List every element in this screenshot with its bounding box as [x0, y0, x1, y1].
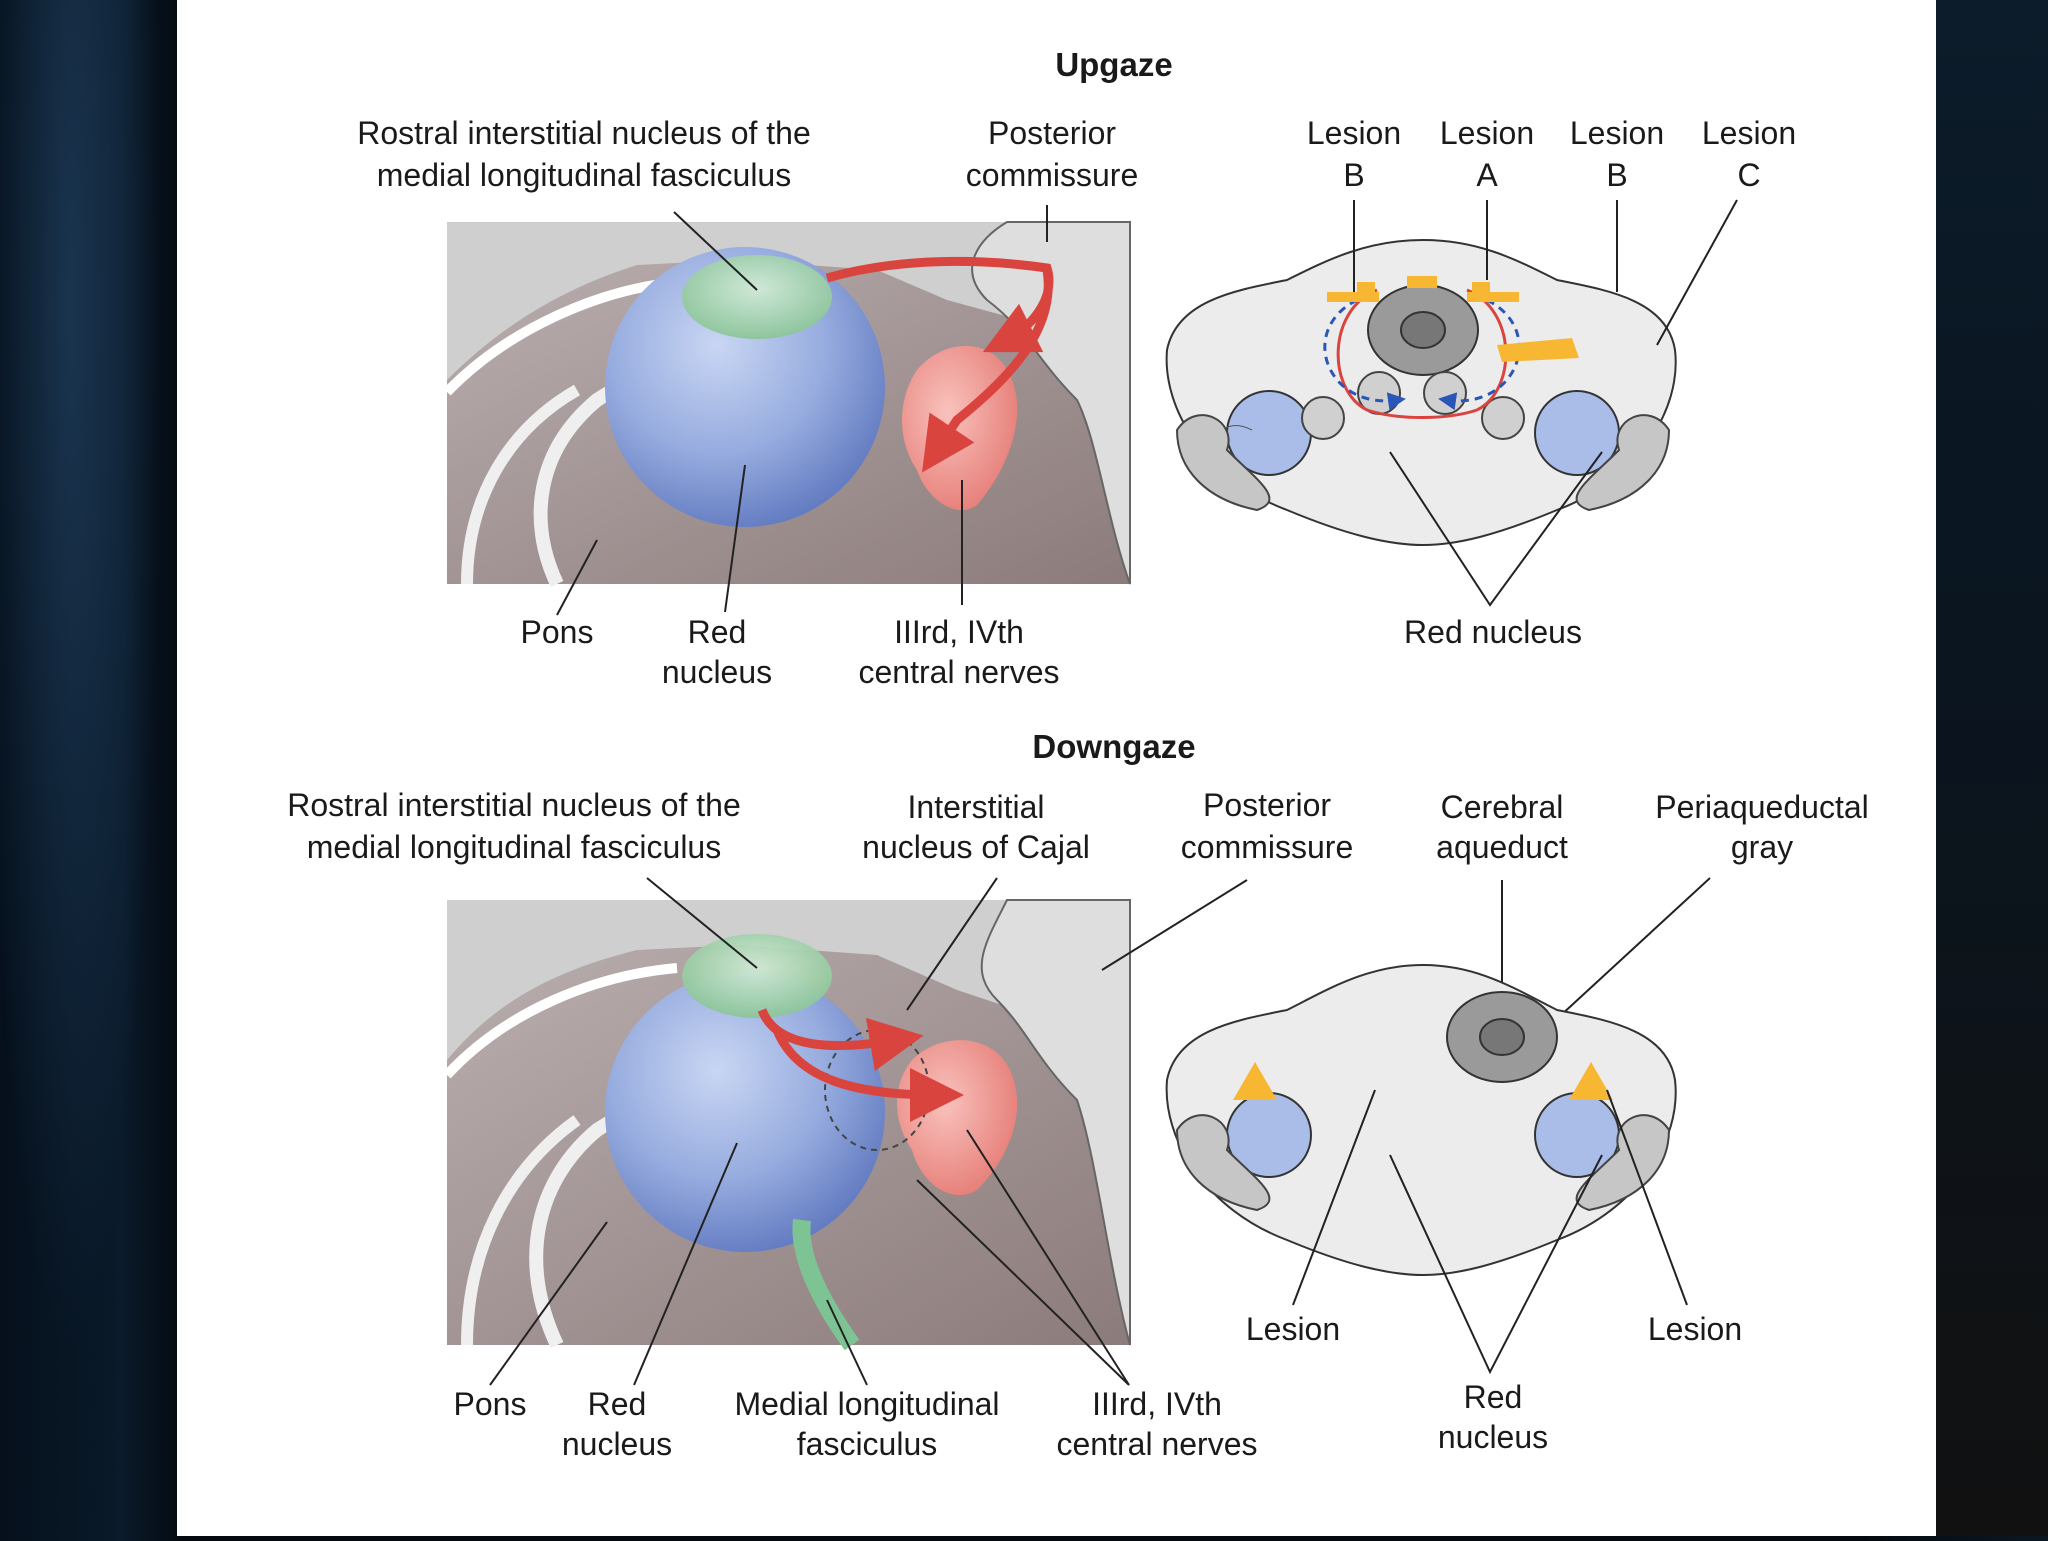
downgaze-sagittal-view [443, 899, 1131, 1351]
downgaze-red-nucleus-leader [1389, 1154, 1603, 1375]
upgaze-red-leader [724, 464, 746, 613]
upgaze-lesion-a-label-2: A [1476, 157, 1498, 193]
downgaze-pathway-arrow-2 [772, 1028, 964, 1122]
upgaze-red-nucleus-label: Red nucleus [1404, 614, 1582, 650]
downgaze-lesion-left [1233, 1062, 1277, 1100]
downgaze-aqueduct-shape [1479, 1018, 1525, 1056]
upgaze-lesion-c [1497, 338, 1579, 362]
downgaze-nerves-label-2: central nerves [1057, 1426, 1258, 1462]
downgaze-rimlf-label-1: Rostral interstitial nucleus of the [287, 787, 741, 823]
upgaze-lesion-b-left [1327, 292, 1379, 302]
upgaze-nerves-label-2: central nerves [859, 654, 1060, 690]
upgaze-lesion-c-label-2: C [1737, 157, 1760, 193]
downgaze-pons-label: Pons [454, 1386, 527, 1422]
background-glow [0, 0, 177, 1536]
downgaze-pons-band-2 [461, 1115, 581, 1346]
upgaze-rimlf-shape [682, 255, 832, 339]
upgaze-small-nucleus-4 [1481, 396, 1525, 440]
downgaze-lesion-right-leader [1606, 1089, 1688, 1306]
upgaze-rimlf-label-1: Rostral interstitial nucleus of the [357, 115, 811, 151]
downgaze-pons-leader [489, 1221, 608, 1386]
downgaze-pc-leader [1101, 879, 1248, 971]
upgaze-red-pathway [1336, 288, 1478, 419]
downgaze-white-band [443, 963, 678, 1079]
downgaze-title: Downgaze [1032, 728, 1195, 765]
upgaze-sagittal-view [443, 221, 1131, 587]
downgaze-mlf-shape [792, 1218, 860, 1351]
downgaze-pag-label-2: gray [1731, 829, 1793, 865]
upgaze-pc-label-2: commissure [966, 157, 1138, 193]
upgaze-pons-label: Pons [521, 614, 594, 650]
upgaze-white-band [443, 277, 678, 396]
upgaze-red-label-2: nucleus [662, 654, 772, 690]
upgaze-lesion-b1-label-2: B [1343, 157, 1364, 193]
downgaze-lesion-left-label: Lesion [1246, 1311, 1340, 1347]
downgaze-inc-label-2: nucleus of Cajal [862, 829, 1090, 865]
upgaze-lesion-b-right [1467, 292, 1519, 302]
upgaze-pathway-arrow [825, 256, 1054, 353]
downgaze-lesion-right [1569, 1062, 1613, 1100]
upgaze-aqueduct-shape [1400, 311, 1446, 349]
upgaze-lesion-a-center [1407, 276, 1437, 288]
downgaze-pathway-arrow [757, 1008, 924, 1072]
downgaze-red2-label-1: Red [1464, 1379, 1523, 1415]
upgaze-lesion-c-label-1: Lesion [1702, 115, 1796, 151]
upgaze-cross-section [1165, 238, 1677, 547]
downgaze-mlf-label-1: Medial longitudinal [734, 1386, 999, 1422]
downgaze-rimlf-shape [682, 934, 832, 1018]
upgaze-left-crus [1175, 414, 1271, 512]
downgaze-nerves-leader [966, 1129, 1130, 1386]
downgaze-red-label-1: Red [588, 1386, 647, 1422]
downgaze-pag-label-1: Periaqueductal [1655, 789, 1868, 825]
downgaze-nerves-label-1: IIIrd, IVth [1092, 1386, 1222, 1422]
upgaze-red-label-1: Red [688, 614, 747, 650]
upgaze-lesion-c-leader [1656, 199, 1738, 346]
slide: Upgaze Rostral interstitial nucleus of t… [177, 0, 1936, 1536]
downgaze-cross-section [1165, 963, 1677, 1277]
upgaze-nerves-label-1: IIIrd, IVth [894, 614, 1024, 650]
upgaze-right-crus [1575, 414, 1671, 512]
upgaze-red-nucleus-leader [1389, 451, 1603, 607]
downgaze-red2-label-2: nucleus [1438, 1419, 1548, 1455]
upgaze-midbrain-outline [1165, 238, 1677, 547]
upgaze-lesion-a-label-1: Lesion [1440, 115, 1534, 151]
downgaze-posterior-commissure-shape [980, 899, 1131, 1346]
upgaze-title: Upgaze [1055, 46, 1172, 83]
downgaze-lesion-left-leader [1292, 1089, 1376, 1306]
upgaze-small-nucleus-1 [1301, 396, 1345, 440]
downgaze-rimlf-leader [646, 877, 758, 969]
upgaze-lesion-b2-label-2: B [1606, 157, 1627, 193]
right-margin-bar [1936, 0, 2048, 1536]
upgaze-pc-label-1: Posterior [988, 115, 1116, 151]
downgaze-right-crus [1575, 1114, 1671, 1212]
upgaze-small-nucleus-3 [1423, 371, 1467, 415]
downgaze-rimlf-label-2: medial longitudinal fasciculus [307, 829, 721, 865]
upgaze-pathway-arrow-2 [922, 269, 1053, 473]
downgaze-aqueduct-label-1: Cerebral [1441, 789, 1564, 825]
upgaze-pons-band-2 [461, 384, 580, 585]
downgaze-left-crus [1175, 1114, 1271, 1212]
downgaze-mlf-label-2: fasciculus [797, 1426, 938, 1462]
downgaze-lesion-right-label: Lesion [1648, 1311, 1742, 1347]
downgaze-aqueduct-label-2: aqueduct [1436, 829, 1568, 865]
downgaze-pag-leader [1546, 877, 1711, 1029]
upgaze-rimlf-leader [673, 211, 758, 291]
downgaze-mlf-leader [826, 1299, 868, 1386]
upgaze-pons-leader [556, 539, 598, 616]
downgaze-inc-label-1: Interstitial [908, 789, 1045, 825]
upgaze-rimlf-label-2: medial longitudinal fasciculus [377, 157, 791, 193]
downgaze-red-leader [633, 1142, 738, 1386]
downgaze-nerves-leader-2 [916, 1179, 1130, 1386]
downgaze-pc-label-1: Posterior [1203, 787, 1331, 823]
downgaze-inc-leader [906, 877, 998, 1011]
upgaze-lesion-b1-label-1: Lesion [1307, 115, 1401, 151]
upgaze-lesion-b2-label-1: Lesion [1570, 115, 1664, 151]
downgaze-red-label-2: nucleus [562, 1426, 672, 1462]
gaze-diagram: Upgaze Rostral interstitial nucleus of t… [287, 46, 1869, 1462]
downgaze-pc-label-2: commissure [1181, 829, 1353, 865]
